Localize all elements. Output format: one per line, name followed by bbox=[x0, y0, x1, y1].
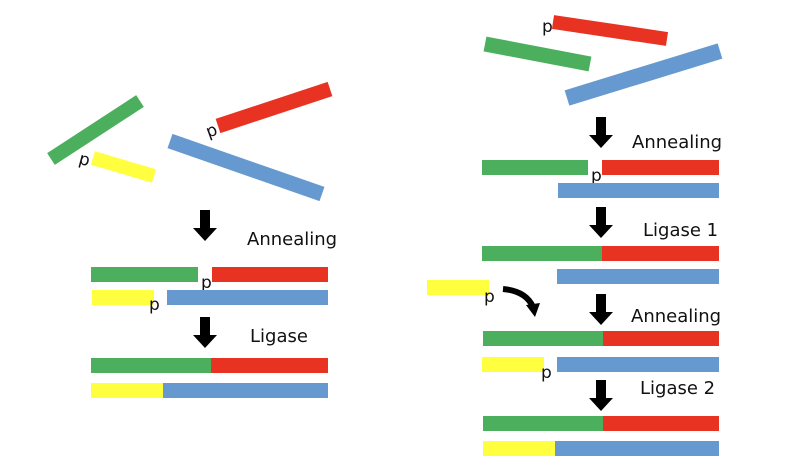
strand-red bbox=[603, 331, 719, 346]
fragment-blue bbox=[167, 133, 325, 202]
strand-red bbox=[602, 246, 719, 261]
step-label: Ligase 1 bbox=[643, 220, 718, 241]
right-annealed-duplex-2: p bbox=[482, 331, 719, 383]
right-annealed-duplex-1: p bbox=[482, 160, 719, 198]
left-annealed-duplex: p p bbox=[91, 267, 328, 315]
strand-yellow bbox=[427, 280, 489, 295]
strand-green bbox=[483, 416, 603, 431]
down-arrow-icon bbox=[589, 294, 613, 325]
left-free-fragments: p p bbox=[47, 81, 333, 202]
fragment-yellow bbox=[91, 151, 156, 183]
right-panel: p Annealing p Ligase 1 p Annealing bbox=[427, 15, 723, 456]
strand-yellow bbox=[92, 290, 154, 305]
phosphate-label: p bbox=[542, 17, 553, 37]
down-arrow-icon bbox=[589, 207, 613, 238]
fragment-blue bbox=[564, 43, 723, 106]
strand-green bbox=[91, 358, 211, 373]
strand-blue bbox=[163, 383, 328, 398]
strand-red bbox=[211, 358, 328, 373]
strand-red bbox=[212, 267, 328, 282]
left-ligated-duplex bbox=[91, 358, 328, 398]
strand-blue bbox=[557, 269, 719, 284]
step-label: Annealing bbox=[247, 229, 337, 250]
strand-yellow bbox=[91, 383, 163, 398]
strand-red bbox=[602, 160, 719, 175]
phosphate-label: p bbox=[591, 166, 602, 186]
down-arrow-icon bbox=[193, 210, 217, 241]
phosphate-label: p bbox=[77, 149, 93, 171]
step-label: Ligase 2 bbox=[640, 378, 715, 399]
strand-blue bbox=[557, 357, 719, 372]
strand-green bbox=[483, 331, 603, 346]
down-arrow-icon bbox=[589, 117, 613, 148]
fragment-green bbox=[483, 36, 592, 72]
fragment-red bbox=[551, 15, 669, 46]
strand-green bbox=[91, 267, 198, 282]
phosphate-label: p bbox=[149, 295, 160, 315]
fragment-red bbox=[215, 81, 333, 134]
strand-blue bbox=[555, 441, 719, 456]
step-label: Annealing bbox=[631, 306, 721, 327]
strand-yellow bbox=[482, 357, 544, 372]
right-ligated-duplex-1 bbox=[482, 246, 719, 284]
left-panel: p p Annealing p p Ligase bbox=[47, 81, 337, 398]
down-arrow-icon bbox=[589, 380, 613, 411]
fragment-green bbox=[47, 95, 144, 165]
phosphate-label: p bbox=[541, 363, 552, 383]
curved-arrowhead-icon bbox=[526, 303, 540, 317]
phosphate-label: p bbox=[201, 273, 212, 293]
strand-green bbox=[482, 160, 588, 175]
right-ligated-duplex-2 bbox=[483, 416, 719, 456]
strand-yellow bbox=[483, 441, 555, 456]
right-free-fragments: p bbox=[483, 15, 723, 106]
strand-blue bbox=[558, 183, 719, 198]
strand-green bbox=[482, 246, 602, 261]
strand-blue bbox=[167, 290, 328, 305]
curved-arrow-icon bbox=[502, 286, 536, 309]
added-fragment: p bbox=[427, 280, 540, 317]
phosphate-label: p bbox=[484, 287, 495, 307]
step-label: Ligase bbox=[250, 326, 308, 347]
down-arrow-icon bbox=[193, 317, 217, 348]
step-label: Annealing bbox=[632, 132, 722, 153]
strand-red bbox=[603, 416, 719, 431]
